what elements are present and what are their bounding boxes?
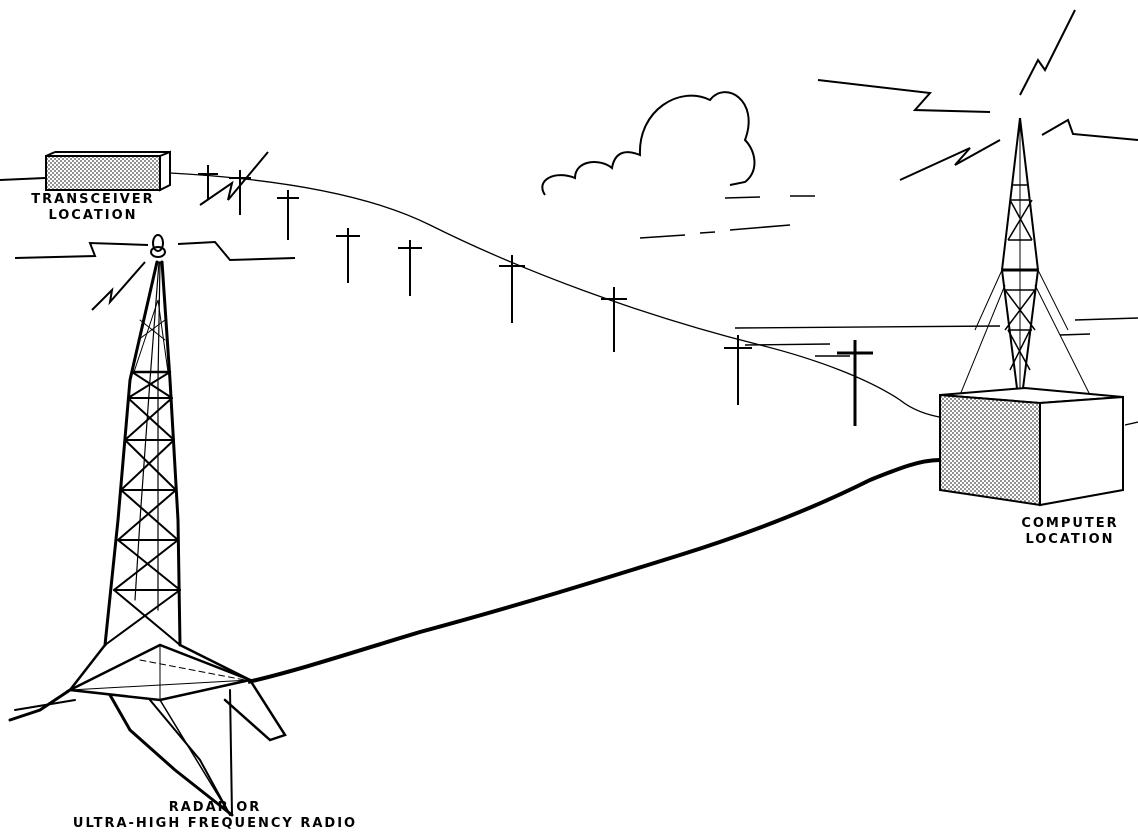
telephone-poles	[198, 165, 873, 426]
radio-label-line1: RADAR OR	[0, 800, 430, 816]
computer-location-label: COMPUTER LOCATION	[1002, 516, 1138, 548]
radio-label-line2: ULTRA-HIGH FREQUENCY RADIO	[0, 816, 430, 832]
computer-building	[940, 388, 1123, 505]
radio-tower	[10, 235, 285, 815]
transceiver-label-line2: LOCATION	[8, 208, 178, 224]
transceiver-building	[46, 152, 170, 190]
radio-tower-label: RADAR OR ULTRA-HIGH FREQUENCY RADIO	[0, 800, 430, 832]
transceiver-label-line1: TRANSCEIVER	[8, 192, 178, 208]
computer-antenna-tower	[960, 118, 1090, 412]
cloud-base-dashes	[640, 196, 815, 238]
computer-label-line1: COMPUTER	[1002, 516, 1138, 532]
cloud	[542, 92, 754, 195]
computer-label-line2: LOCATION	[1002, 532, 1138, 548]
underground-cable	[248, 460, 940, 682]
telephone-line	[170, 173, 945, 418]
transceiver-location-label: TRANSCEIVER LOCATION	[8, 192, 178, 224]
